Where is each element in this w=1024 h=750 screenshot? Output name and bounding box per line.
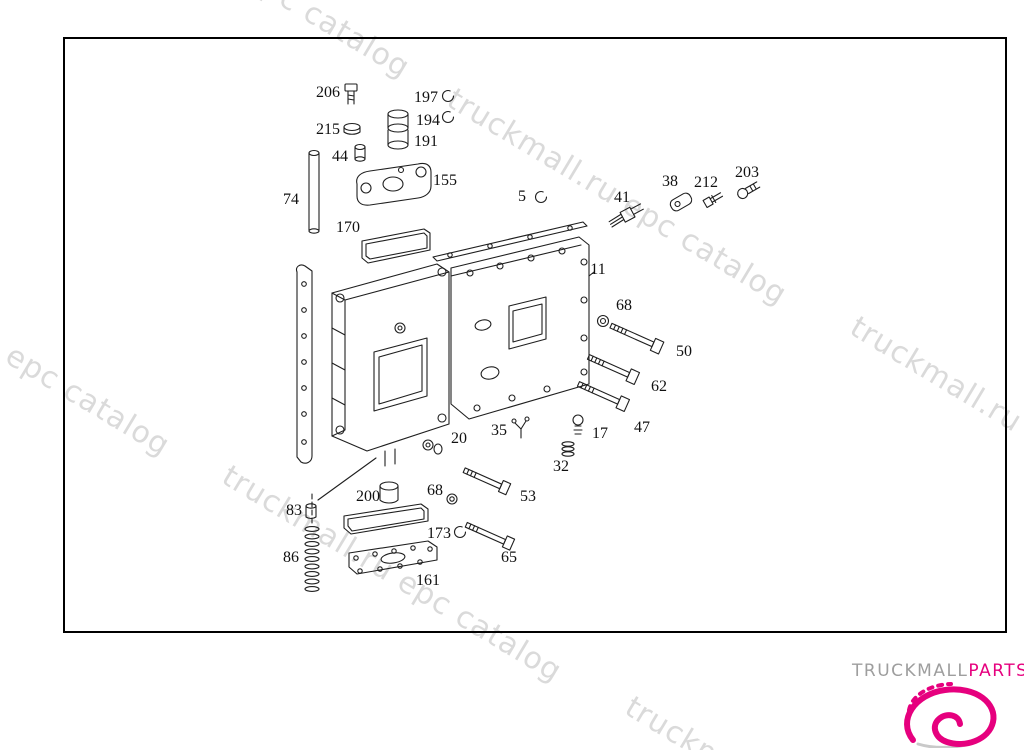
part-label-170: 170 (336, 219, 360, 236)
part-label-20: 20 (451, 430, 467, 447)
part-label-5: 5 (518, 188, 526, 205)
ring-173 (453, 525, 467, 539)
nut-68-upper (596, 314, 610, 328)
top-rail (432, 221, 588, 262)
main-cover (450, 236, 595, 420)
cap-215 (343, 122, 361, 135)
part-label-35: 35 (491, 422, 507, 439)
bushings-194-191 (387, 109, 409, 150)
part-label-83: 83 (286, 502, 302, 519)
plug-44 (354, 143, 366, 162)
part-label-32: 32 (553, 458, 569, 475)
bolt-47 (576, 381, 631, 413)
part-label-203: 203 (735, 164, 759, 181)
bottom-gasket (343, 503, 429, 535)
part-label-65: 65 (501, 549, 517, 566)
seal-ring-5 (534, 190, 548, 204)
washer-68-lower (446, 493, 458, 505)
bottom-cover (348, 540, 438, 575)
part-label-44: 44 (332, 148, 348, 165)
valve-41 (608, 203, 644, 228)
part-label-212: 212 (694, 174, 718, 191)
part-label-206: 206 (316, 84, 340, 101)
part-label-161: 161 (416, 572, 440, 589)
part-label-197: 197 (414, 89, 438, 106)
part-label-200: 200 (356, 488, 380, 505)
side-gasket-outline (296, 264, 313, 464)
part-label-86: 86 (283, 549, 299, 566)
screw-212 (702, 192, 724, 209)
housing-body (331, 263, 450, 467)
breather-cover (356, 162, 432, 206)
part-label-173: 173 (427, 525, 451, 542)
part-label-53: 53 (520, 488, 536, 505)
valve-17 (572, 414, 584, 435)
washers-20 (422, 439, 443, 455)
breather-gasket (361, 228, 431, 264)
leader-lines (311, 457, 377, 527)
bolt-65 (464, 521, 516, 551)
plug-83 (305, 503, 317, 520)
bolt-50 (609, 322, 665, 355)
part-label-155: 155 (433, 172, 457, 189)
part-label-11: 11 (590, 261, 606, 278)
part-label-68: 68 (616, 297, 632, 314)
diagram-frame (63, 37, 1007, 633)
part-label-47: 47 (634, 419, 650, 436)
part-label-50: 50 (676, 343, 692, 360)
bolt-206 (344, 83, 358, 105)
bolt-203 (737, 181, 761, 200)
clip-35 (511, 416, 530, 439)
sleeve-200 (379, 481, 399, 504)
bolt-53 (462, 467, 512, 496)
bolt-62 (586, 354, 641, 386)
part-label-62: 62 (651, 378, 667, 395)
spring-86 (304, 526, 320, 592)
snap-rings-197 (441, 89, 455, 124)
part-label-191: 191 (414, 133, 438, 150)
part-label-194: 194 (416, 112, 440, 129)
part-label-68-2: 68 (427, 482, 443, 499)
part-label-215: 215 (316, 121, 340, 138)
plate-38 (669, 192, 693, 212)
spring-32 (561, 441, 575, 457)
part-label-17: 17 (592, 425, 608, 442)
oil-tube-74 (308, 149, 320, 234)
part-label-74: 74 (283, 191, 299, 208)
part-label-41: 41 (614, 189, 630, 206)
part-label-38: 38 (662, 173, 678, 190)
